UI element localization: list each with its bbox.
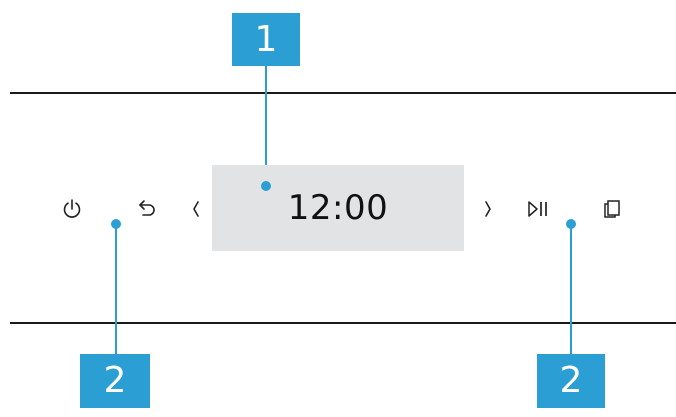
leader-dot-display	[261, 181, 271, 191]
back-arrow-icon	[139, 200, 155, 216]
callout-display: 1	[232, 13, 300, 66]
favourites-button[interactable]	[599, 196, 625, 222]
leader-dot-left-keys	[111, 219, 121, 229]
play-pause-icon	[528, 201, 547, 217]
panel-bottom-edge	[10, 322, 676, 324]
callout-right-keys: 2	[537, 354, 605, 408]
chevron-right-icon	[485, 201, 491, 217]
back-button[interactable]	[134, 196, 160, 222]
navigate-left-button[interactable]	[186, 196, 206, 222]
leader-dot-right-keys	[566, 219, 576, 229]
time-display: 12:00	[212, 165, 464, 251]
display-time: 12:00	[287, 188, 389, 228]
callout-left-keys: 2	[80, 354, 150, 408]
power-button[interactable]	[60, 196, 84, 222]
copy-icon	[604, 200, 620, 218]
power-icon	[63, 199, 81, 218]
panel-top-edge	[10, 92, 676, 94]
chevron-left-icon	[193, 201, 199, 217]
navigate-right-button[interactable]	[478, 196, 498, 222]
start-stop-button[interactable]	[525, 197, 551, 221]
